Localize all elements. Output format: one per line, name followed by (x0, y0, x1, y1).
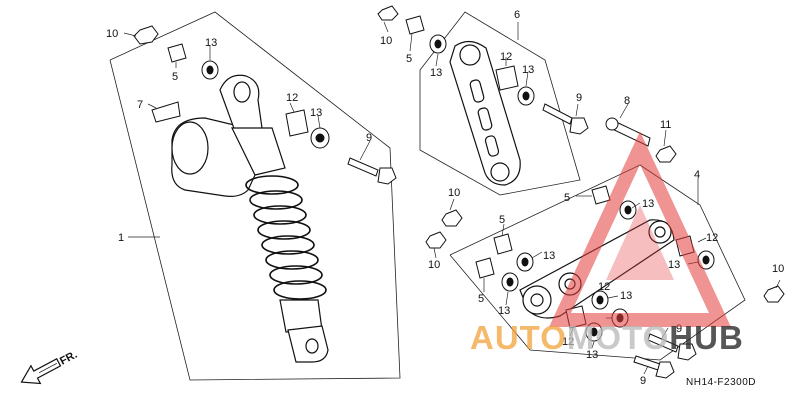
callout-9-link-bolt: 9 (576, 92, 582, 104)
link-arm-slot-2 (477, 107, 493, 131)
lower-clevis-eye (305, 338, 319, 354)
front-arrow-icon (20, 358, 62, 385)
bolt-8-head (605, 117, 619, 131)
callout-10-link-nut: 10 (380, 35, 392, 47)
callout-9-shock-bolt: 9 (366, 132, 372, 144)
callout-7-label: 7 (137, 99, 143, 111)
link-arm-slot-1 (469, 79, 485, 103)
callout-5-arm-collar-lower: 5 (478, 293, 484, 305)
nut-10e (763, 285, 785, 303)
bolt-9d-head (655, 361, 675, 379)
label-plate (151, 101, 181, 123)
callout-12-shock-collar: 12 (286, 92, 298, 104)
collar-5e (475, 257, 495, 279)
cushion-arm (519, 219, 675, 319)
upper-mount-eye (233, 81, 251, 103)
callout-4-cushion-arm: 4 (694, 169, 700, 181)
shock-upper-hardware (133, 25, 397, 185)
callout-13-shock-seal-lower: 13 (310, 107, 322, 119)
callout-13-shock-seal: 13 (205, 37, 217, 49)
callout-10-arm-nut-lower: 10 (428, 259, 440, 271)
nut-10c (441, 209, 463, 227)
callout-12-arm-collar-right: 12 (706, 232, 718, 244)
collar-5d (493, 233, 513, 255)
upper-mount (219, 74, 263, 135)
callout-13-link-seal: 13 (430, 67, 442, 79)
callout-13-arm-seal-mid: 13 (543, 250, 555, 262)
collar-5b (405, 15, 425, 35)
callout-12-arm-collar-center: 12 (598, 281, 610, 293)
collar-5a (167, 43, 187, 63)
link-arm-slot-3 (484, 135, 500, 157)
front-direction-marker: FR. (20, 349, 79, 385)
link-arm-group-frame (419, 11, 581, 196)
link-arm-upper-eye (459, 44, 481, 66)
callout-5-shock-collar: 5 (172, 71, 178, 83)
callout-12-link-collar: 12 (500, 51, 512, 63)
callout-13-arm-seal-bottom: 13 (586, 349, 598, 361)
cushion-arm-body (519, 219, 675, 319)
callout-5-link-collar: 5 (406, 53, 412, 65)
callout-1-shock: 1 (118, 232, 124, 244)
spring-coils (245, 175, 327, 300)
collar-5c (591, 185, 611, 205)
callout-labels: 10 5 13 7 1 12 13 9 10 5 13 6 12 13 9 8 … (106, 9, 784, 387)
link-arm-hardware (377, 5, 677, 163)
callout-13-arm-seal-lower: 13 (498, 305, 510, 317)
watermark-triangle-icon (549, 131, 731, 327)
bolt-9b-shank (542, 103, 573, 125)
nut-11 (655, 145, 677, 163)
link-arm-lower-eye (490, 162, 510, 182)
nut-10b (377, 5, 399, 21)
callout-10-arm-nut-upper: 10 (448, 187, 460, 199)
callout-9-arm-bolt-lower: 9 (640, 375, 646, 387)
reservoir-cap (171, 121, 209, 175)
collar-12b (495, 65, 519, 91)
cushion-arm-group-frame (449, 164, 746, 361)
callout-10-shock-nut: 10 (106, 28, 118, 40)
bolt-9b-head (569, 117, 589, 135)
callout-9-arm-bolt-upper: 9 (676, 323, 682, 335)
callout-11-nut: 11 (660, 119, 671, 131)
bolt-9c-head (677, 343, 697, 361)
callout-12-arm-collar-bottom: 12 (562, 336, 574, 348)
bolt-9c-shank (647, 333, 679, 353)
drawing-code: NH14-F2300D (686, 377, 756, 388)
watermark-logo (549, 131, 731, 327)
callout-5-arm-collar-mid: 5 (499, 214, 505, 226)
callout-13-arm-seal-center: 13 (620, 290, 632, 302)
bolt-9a-shank (347, 157, 379, 177)
callout-13-link-seal-right: 13 (522, 64, 534, 76)
watermark-text: AUTOMOTOHUB (470, 319, 744, 356)
group-frames (109, 11, 746, 381)
nut-10d (425, 231, 447, 249)
shock-head (231, 127, 286, 176)
callout-13-arm-seal-right: 13 (668, 259, 680, 271)
callout-10-arm-nut-right: 10 (772, 263, 784, 275)
callout-6-link-arm: 6 (514, 9, 520, 21)
front-arrow-label: FR. (58, 349, 79, 368)
callout-8-bolt: 8 (624, 95, 630, 107)
bolt-9a-head (377, 167, 397, 185)
callout-13-arm-seal: 13 (642, 198, 654, 210)
shock-group-frame (109, 11, 401, 381)
collar-12a (285, 109, 309, 137)
link-arm (449, 40, 521, 186)
nut-10a (133, 25, 159, 45)
callout-5-arm-collar: 5 (564, 192, 570, 204)
shock-absorber (171, 74, 329, 363)
